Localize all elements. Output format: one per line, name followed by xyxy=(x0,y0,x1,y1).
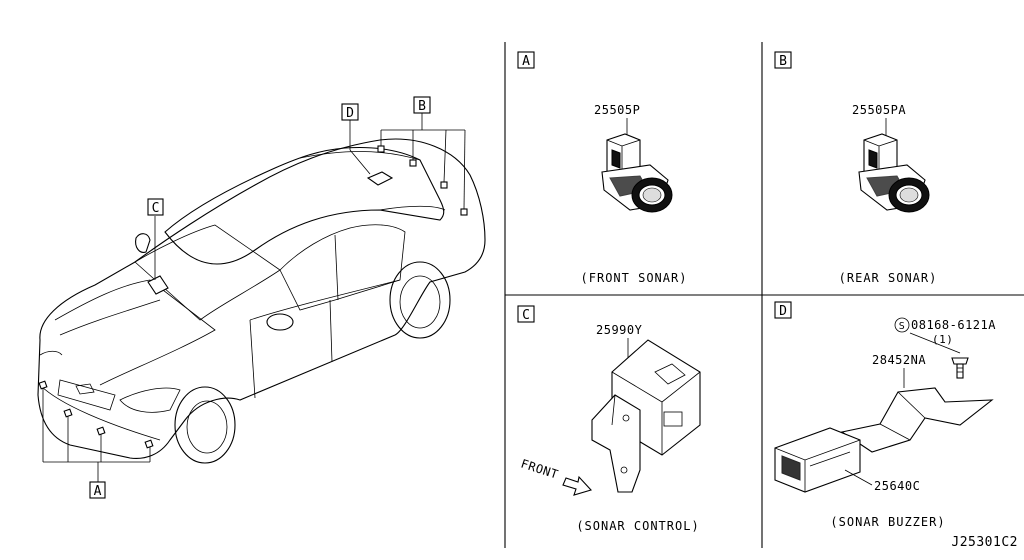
panel-c: C 25990Y FRONT (SONAR CONTROL) xyxy=(517,305,701,533)
diagram-id: J25301C2 xyxy=(951,535,1018,550)
svg-text:D: D xyxy=(346,106,354,121)
panel-d: D S 08168-6121A (1) 28452NA 25640C xyxy=(774,301,996,529)
car-callout-a: A xyxy=(89,481,106,499)
panel-b: B 25505PA (REAR SONAR) xyxy=(774,51,938,285)
panel-a-letter: A xyxy=(522,54,530,69)
vehicle-illustration xyxy=(37,138,486,464)
panel-c-letter: C xyxy=(522,308,530,323)
rear-sonar-caption: (REAR SONAR) xyxy=(839,271,938,285)
front-sonar-caption: (FRONT SONAR) xyxy=(581,271,688,285)
screw-icon xyxy=(951,357,969,379)
sonar-buzzer-caption: (SONAR BUZZER) xyxy=(830,515,945,529)
buzzer-bracket xyxy=(840,387,994,453)
front-sonar-sensor xyxy=(601,133,673,213)
screw-part-number: 08168-6121A xyxy=(911,318,996,332)
sonar-buzzer xyxy=(774,427,861,493)
svg-text:C: C xyxy=(152,201,160,216)
screw-quantity: (1) xyxy=(932,333,953,346)
panel-b-letter: B xyxy=(779,54,787,69)
panel-grid xyxy=(504,42,1024,548)
sonar-control-caption: (SONAR CONTROL) xyxy=(576,519,699,533)
front-direction-label: FRONT xyxy=(519,457,560,482)
rear-sonar-sensor xyxy=(858,133,930,213)
buzzer-part-number: 25640C xyxy=(874,479,920,493)
svg-text:A: A xyxy=(94,484,102,499)
front-sonar-locations xyxy=(38,380,154,482)
control-location xyxy=(147,216,169,295)
car-callout-d: D xyxy=(341,103,359,121)
bracket-part-number: 28452NA xyxy=(872,353,926,367)
front-arrow-icon xyxy=(562,475,593,496)
sonar-control-part-number: 25990Y xyxy=(596,323,643,337)
car-callout-c: C xyxy=(147,198,164,216)
svg-text:B: B xyxy=(418,99,426,114)
rear-sonar-part-number: 25505PA xyxy=(852,103,906,117)
screw-symbol: S xyxy=(899,321,906,332)
rear-sonar-locations xyxy=(377,113,468,216)
buzzer-location xyxy=(349,120,394,186)
car-callout-b: B xyxy=(413,96,431,114)
panel-d-letter: D xyxy=(779,304,787,319)
sonar-control-unit xyxy=(591,339,701,493)
front-sonar-part-number: 25505P xyxy=(594,103,640,117)
panel-a: A 25505P (FRONT SONAR) xyxy=(517,51,688,285)
